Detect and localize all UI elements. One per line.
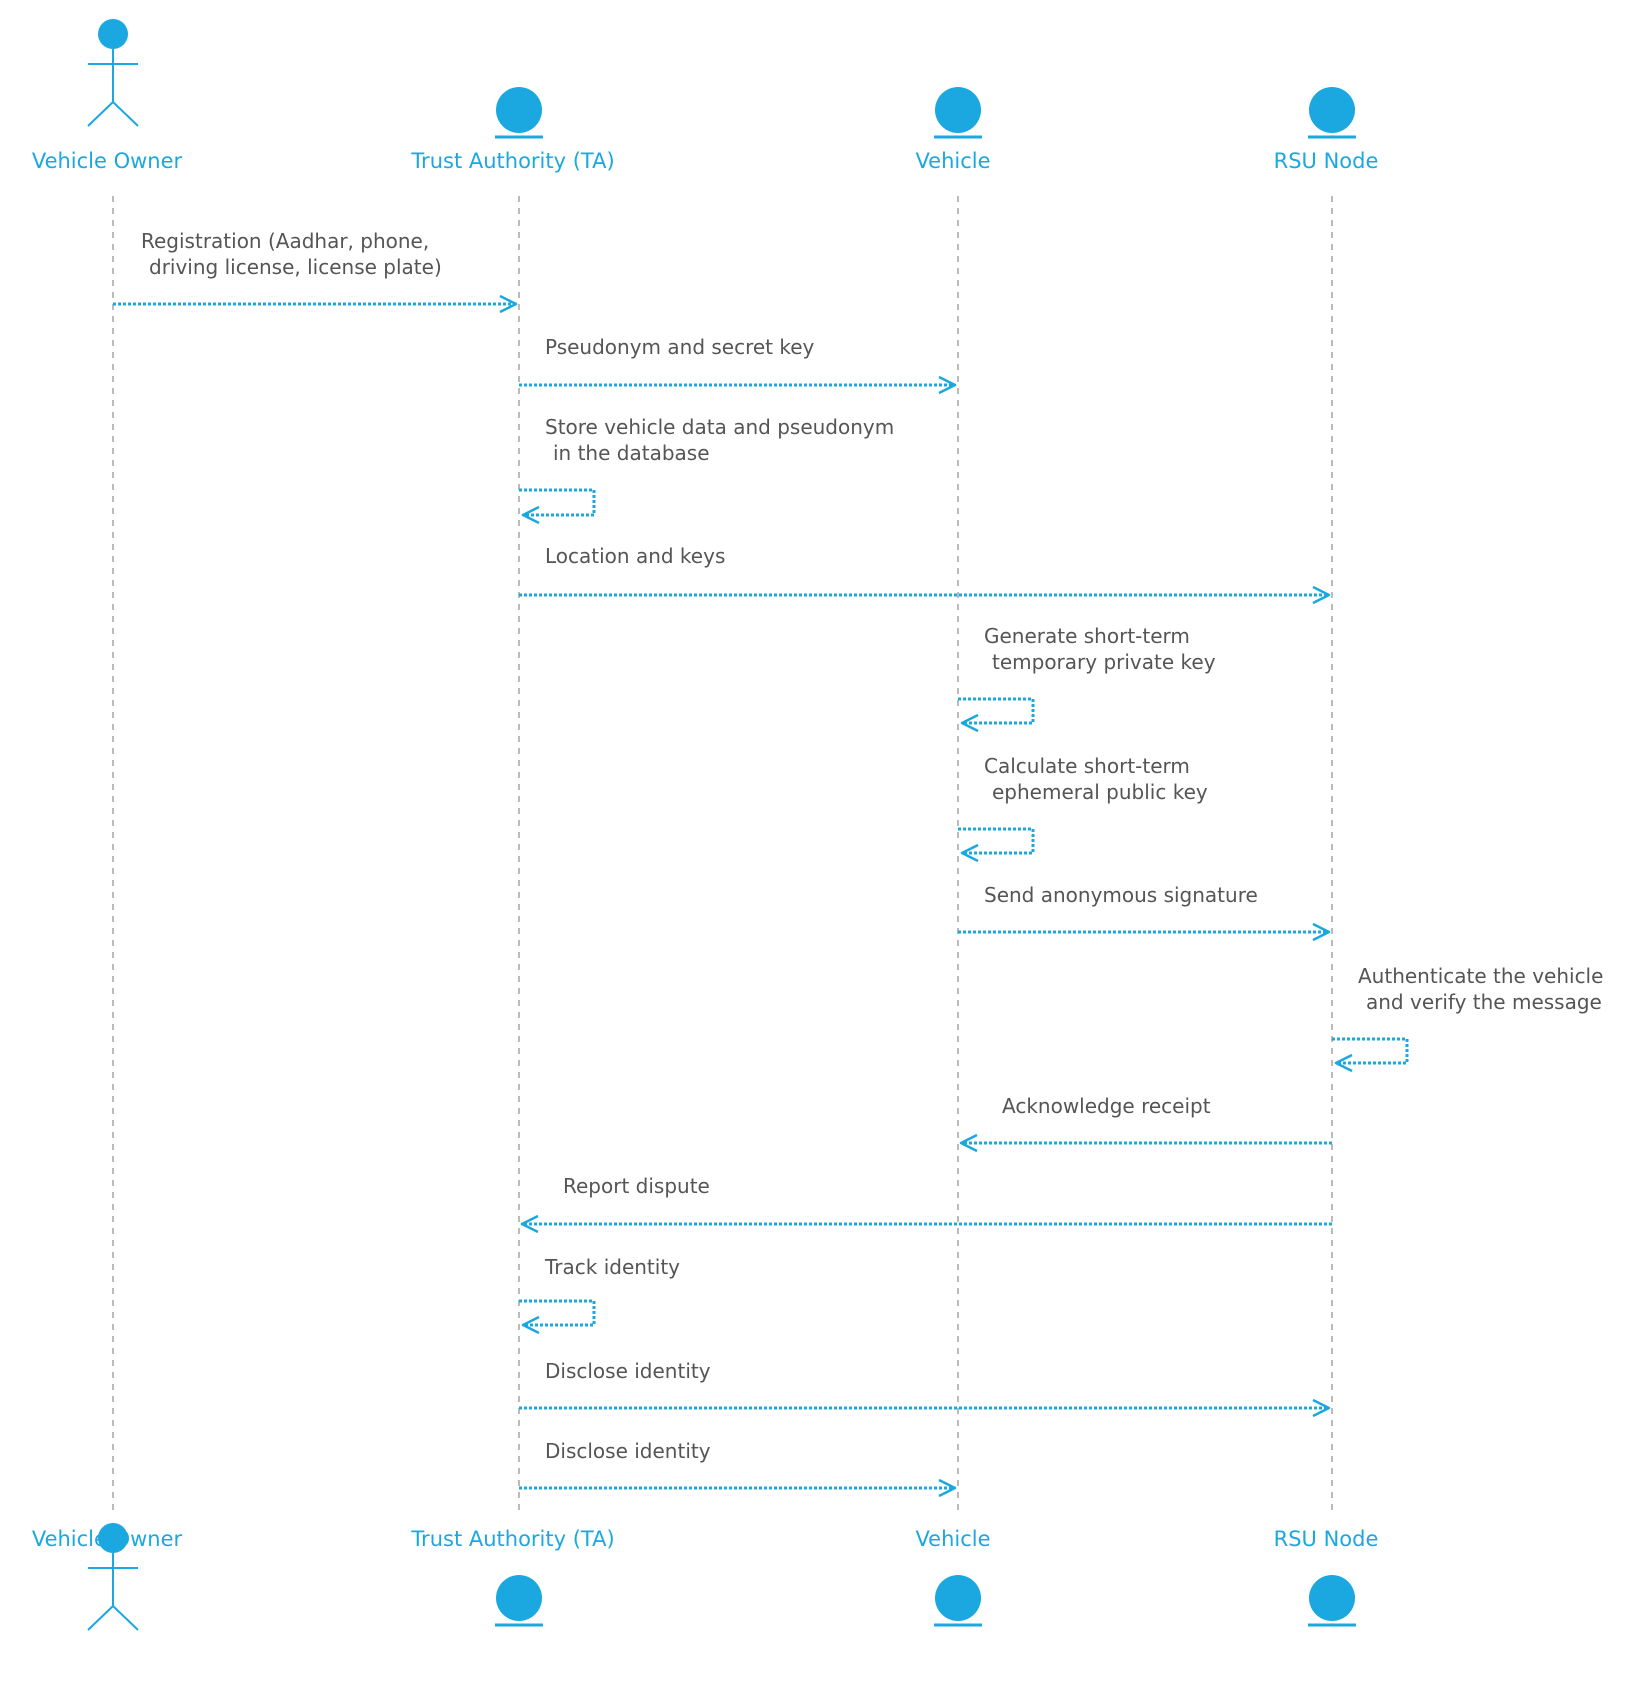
participant-label: RSU Node bbox=[1274, 1527, 1379, 1551]
participant-bottom-ta: Trust Authority (TA) bbox=[410, 1527, 614, 1551]
circle-entity-icon bbox=[495, 87, 543, 139]
self-message-arrow bbox=[519, 1299, 596, 1327]
circle-entity-icon bbox=[1308, 1575, 1356, 1627]
message-label: Track identity bbox=[544, 1255, 680, 1279]
message-11: Track identity bbox=[519, 1255, 680, 1335]
self-message-arrow bbox=[958, 697, 1035, 725]
message-4: Location and keys bbox=[519, 544, 1331, 605]
participant-bottom-vehicle: Vehicle bbox=[915, 1527, 990, 1551]
message-label: Send anonymous signature bbox=[984, 883, 1258, 907]
message-label: Store vehicle data and pseudonym bbox=[545, 415, 894, 439]
participant-label: Trust Authority (TA) bbox=[410, 149, 614, 173]
message-10: Report dispute bbox=[520, 1174, 1332, 1234]
message-label: ephemeral public key bbox=[992, 780, 1208, 804]
message-label: Disclose identity bbox=[545, 1359, 711, 1383]
participant-label: Vehicle Owner bbox=[32, 149, 183, 173]
stick-figure-icon bbox=[87, 19, 139, 127]
participant-label: RSU Node bbox=[1274, 149, 1379, 173]
message-label: and verify the message bbox=[1366, 990, 1602, 1014]
message-label: Generate short-term bbox=[984, 624, 1190, 648]
message-label: Registration (Aadhar, phone, bbox=[141, 229, 429, 253]
participant-top-rsu: RSU Node bbox=[1274, 149, 1379, 173]
participant-bottom-rsu: RSU Node bbox=[1274, 1527, 1379, 1551]
circle-entity-icon bbox=[1308, 87, 1356, 139]
message-7: Send anonymous signature bbox=[958, 883, 1331, 942]
message-label: driving license, license plate) bbox=[149, 255, 442, 279]
message-label: temporary private key bbox=[992, 650, 1216, 674]
circle-entity-icon bbox=[495, 1575, 543, 1627]
message-13: Disclose identity bbox=[519, 1439, 957, 1498]
participant-label: Vehicle bbox=[915, 1527, 990, 1551]
message-label: Calculate short-term bbox=[984, 754, 1190, 778]
message-label: Location and keys bbox=[545, 544, 725, 568]
message-2: Pseudonym and secret key bbox=[519, 335, 957, 395]
participant-top-vehicle: Vehicle bbox=[915, 149, 990, 173]
participant-label: Trust Authority (TA) bbox=[410, 1527, 614, 1551]
participant-top-owner: Vehicle Owner bbox=[32, 149, 183, 173]
self-message-arrow bbox=[519, 488, 596, 517]
self-message-arrow bbox=[1332, 1037, 1409, 1065]
message-label: Pseudonym and secret key bbox=[545, 335, 815, 359]
message-label: Report dispute bbox=[563, 1174, 710, 1198]
circle-entity-icon bbox=[934, 1575, 982, 1627]
message-1: Registration (Aadhar, phone,driving lice… bbox=[113, 229, 518, 314]
message-label: in the database bbox=[553, 441, 710, 465]
message-12: Disclose identity bbox=[519, 1359, 1331, 1418]
message-label: Acknowledge receipt bbox=[1002, 1094, 1211, 1118]
self-message-arrow bbox=[958, 827, 1035, 855]
message-9: Acknowledge receipt bbox=[959, 1094, 1332, 1153]
stick-figure-icon bbox=[87, 1523, 139, 1631]
circle-entity-icon bbox=[934, 87, 982, 139]
participant-label: Vehicle bbox=[915, 149, 990, 173]
participant-top-ta: Trust Authority (TA) bbox=[410, 149, 614, 173]
message-label: Disclose identity bbox=[545, 1439, 711, 1463]
message-label: Authenticate the vehicle bbox=[1358, 964, 1603, 988]
